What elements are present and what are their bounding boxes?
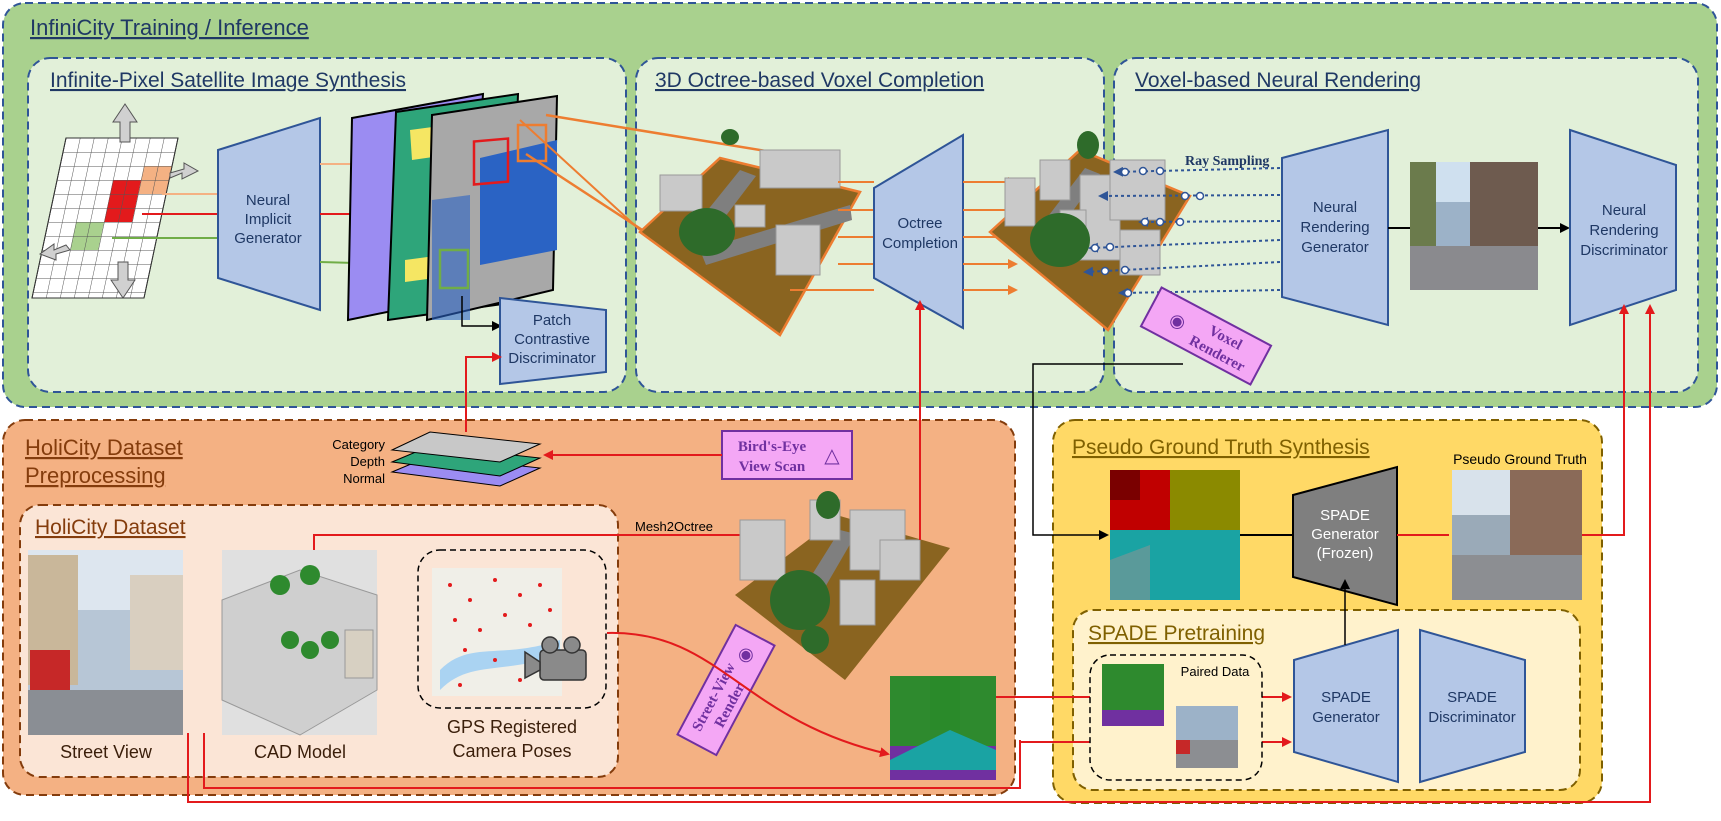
- svg-text:Completion: Completion: [882, 235, 958, 252]
- svg-text:SPADE: SPADE: [1320, 507, 1370, 524]
- eye-icon: △: [824, 445, 840, 467]
- camera-icon: [524, 636, 587, 681]
- street-segmentation-map: [890, 676, 996, 780]
- section-title-pseudo-gt: Pseudo Ground Truth Synthesis: [1072, 436, 1370, 459]
- bev-label-stack: Category Depth Normal: [332, 431, 542, 487]
- svg-text:Discriminator: Discriminator: [1580, 242, 1668, 259]
- ray-sampling-label: Ray Sampling: [1185, 154, 1269, 169]
- grid-direction-arrows: [38, 103, 200, 299]
- svg-text:Contrastive: Contrastive: [514, 331, 590, 348]
- svg-text:Bird's-Eye: Bird's-Eye: [738, 439, 807, 455]
- pseudo-gt-segmentation-map: [1110, 470, 1240, 600]
- svg-text:SPADE: SPADE: [1321, 689, 1371, 706]
- svg-text:Octree: Octree: [897, 215, 942, 232]
- svg-text:(Frozen): (Frozen): [1317, 545, 1374, 562]
- svg-text:Implicit: Implicit: [245, 211, 293, 228]
- paired-data-group: Paired Data: [1089, 654, 1263, 781]
- svg-text:View Scan: View Scan: [739, 459, 806, 475]
- neural-implicit-generator: Neural Implicit Generator: [217, 116, 321, 312]
- svg-text:Neural: Neural: [246, 192, 290, 209]
- svg-text:Generator: Generator: [1311, 526, 1379, 543]
- cad-model-image: [221, 550, 378, 736]
- svg-text:Generator: Generator: [234, 230, 302, 247]
- street-view-caption: Street View: [60, 742, 153, 762]
- spade-generator-frozen: SPADE Generator (Frozen): [1292, 465, 1398, 607]
- neural-rendering-discriminator: Neural Rendering Discriminator: [1569, 128, 1677, 327]
- neural-rendering-generator: Neural Rendering Generator: [1281, 128, 1389, 327]
- normal-label: Normal: [343, 471, 385, 486]
- section-title-holicity-dataset: HoliCity Dataset: [35, 516, 186, 539]
- gps-camera-poses: [417, 549, 607, 709]
- section-title-neural-rendering: Voxel-based Neural Rendering: [1135, 69, 1421, 92]
- section-title-octree: 3D Octree-based Voxel Completion: [655, 69, 984, 92]
- svg-text:Generator: Generator: [1301, 239, 1369, 256]
- svg-text:Patch: Patch: [533, 312, 571, 329]
- mesh2octree-label: Mesh2Octree: [635, 519, 713, 534]
- svg-text:Rendering: Rendering: [1300, 219, 1369, 236]
- section-title-spade-pretraining: SPADE Pretraining: [1088, 622, 1265, 645]
- gps-caption-2: Camera Poses: [452, 741, 571, 761]
- section-title-holicity-pre-1: HoliCity Dataset: [25, 435, 183, 460]
- birds-eye-view-scan: Bird's-Eye View Scan △: [721, 430, 853, 480]
- svg-text:SPADE: SPADE: [1447, 689, 1497, 706]
- svg-text:Neural: Neural: [1313, 199, 1357, 216]
- svg-text:Neural: Neural: [1602, 202, 1646, 219]
- neural-rendering-panel: Voxel-based Neural Rendering: [1113, 57, 1699, 393]
- pseudo-gt-label: Pseudo Ground Truth: [1453, 451, 1587, 467]
- svg-text:Discriminator: Discriminator: [1428, 709, 1516, 726]
- octree-completion-module: Octree Completion: [873, 133, 964, 330]
- street-view-image: [28, 550, 183, 735]
- section-title-holicity-pre-2: Preprocessing: [25, 463, 166, 488]
- section-title-satellite: Infinite-Pixel Satellite Image Synthesis: [50, 69, 406, 92]
- category-label: Category: [332, 437, 385, 452]
- pseudo-gt-image: [1452, 470, 1582, 600]
- incomplete-voxel-scene: [638, 129, 862, 337]
- depth-label: Depth: [350, 454, 385, 469]
- spade-discriminator: SPADE Discriminator: [1419, 628, 1526, 784]
- section-title-infinicity: InfiniCity Training / Inference: [30, 15, 309, 40]
- gps-caption-1: GPS Registered: [447, 717, 577, 737]
- svg-text:Rendering: Rendering: [1589, 222, 1658, 239]
- mesh-octree-scene: [735, 491, 950, 680]
- spade-generator: SPADE Generator: [1293, 628, 1399, 784]
- svg-text:Discriminator: Discriminator: [508, 350, 596, 367]
- satellite-category-map: [425, 94, 559, 322]
- rendered-street-image: [1410, 162, 1538, 290]
- svg-text:Generator: Generator: [1312, 709, 1380, 726]
- cad-model-caption: CAD Model: [254, 742, 346, 762]
- paired-data-label: Paired Data: [1181, 664, 1250, 679]
- patch-contrastive-discriminator: Patch Contrastive Discriminator: [499, 296, 607, 386]
- latent-grid: [31, 137, 179, 299]
